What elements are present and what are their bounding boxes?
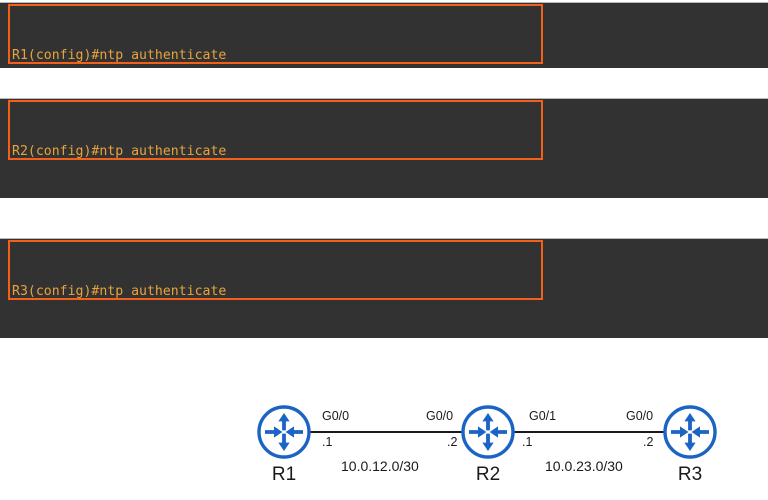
router-r1-label: R1 [271, 464, 297, 485]
router-r3[interactable] [662, 404, 718, 460]
link-r2-r3-right-octet: .2 [643, 435, 654, 449]
router-r2[interactable] [460, 404, 516, 460]
link-r1-r2-left-interface: G0/0 [322, 409, 350, 423]
router-icon [461, 405, 515, 459]
terminal-line: R1(config)#ntp authenticate [12, 48, 227, 63]
link-r2-r3-subnet: 10.0.23.0/30 [545, 458, 623, 474]
router-r1[interactable] [256, 404, 312, 460]
router-icon [257, 405, 311, 459]
link-r1-r2-right-octet: .2 [447, 435, 458, 449]
r3-terminal: R3(config)#ntp authenticate R3(config)#n… [0, 238, 768, 338]
router-r3-label: R3 [677, 464, 703, 485]
r2-terminal: R2(config)#ntp authenticate R2(config)#n… [0, 98, 768, 198]
link-r2-r3-left-octet: .1 [522, 435, 533, 449]
link-r1-r2-left-octet: .1 [322, 435, 333, 449]
link-r2-r3-right-interface: G0/0 [626, 409, 654, 423]
r1-terminal: R1(config)#ntp authenticate R1(config)#n… [0, 2, 768, 68]
router-r2-label: R2 [475, 464, 501, 485]
terminal-line: R2(config)#ntp authenticate [12, 144, 227, 159]
link-r2-r3-left-interface: G0/1 [529, 409, 557, 423]
link-r1-r2-right-interface: G0/0 [426, 409, 454, 423]
r3-terminal-lines: R3(config)#ntp authenticate R3(config)#n… [12, 244, 425, 338]
terminal-line: R3(config)#ntp authenticate [12, 284, 227, 299]
r1-terminal-lines: R1(config)#ntp authenticate R1(config)#n… [12, 8, 425, 68]
router-icon [663, 405, 717, 459]
r2-terminal-lines: R2(config)#ntp authenticate R2(config)#n… [12, 104, 425, 198]
network-topology-diagram: R1 R2 R3 G0/0 .1 G0/0 .2 10.0.12.0/30 G0… [0, 380, 768, 500]
link-r2-r3 [513, 431, 665, 433]
link-r1-r2 [309, 431, 465, 433]
link-r1-r2-subnet: 10.0.12.0/30 [341, 458, 419, 474]
